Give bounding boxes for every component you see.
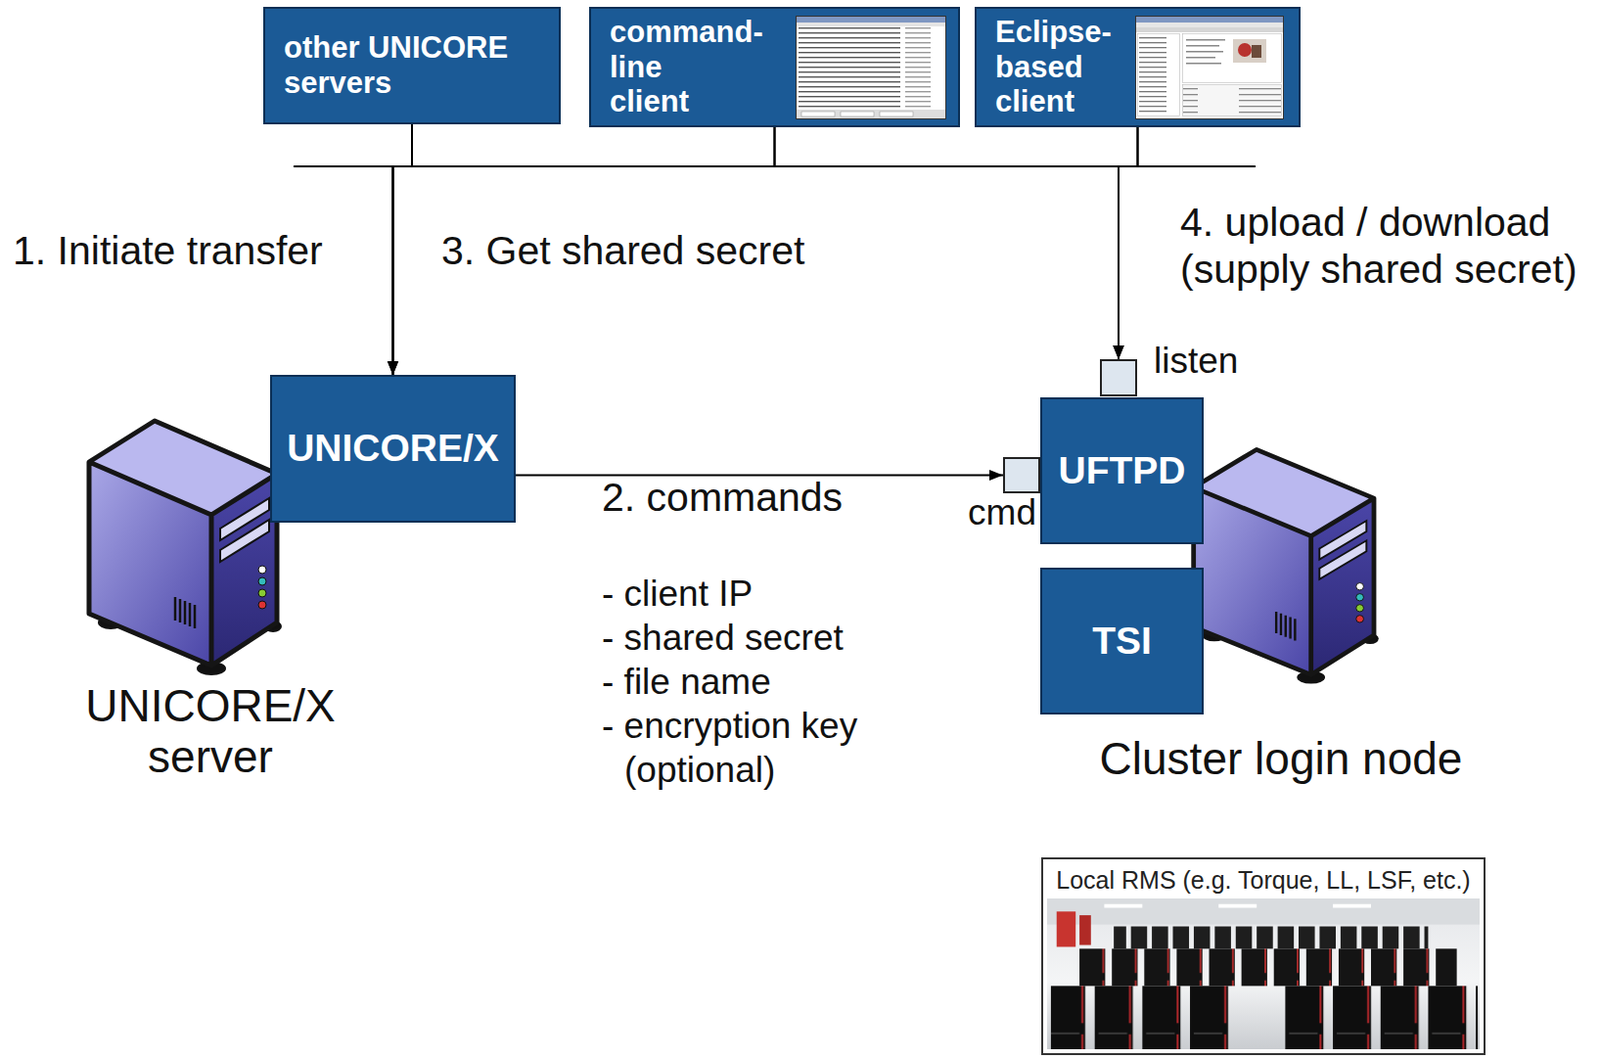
node-text: UNICORE/X: [286, 426, 500, 471]
rms-panel: Local RMS (e.g. Torque, LL, LSF, etc.): [1041, 857, 1486, 1055]
gui-screenshot: [1135, 15, 1284, 120]
cluster-photo: [1047, 898, 1480, 1050]
flow-arrow: [1118, 127, 1139, 360]
client-box: command-line client: [589, 6, 960, 128]
server-icon: [1193, 449, 1379, 684]
client-box: other UNICORE servers: [263, 6, 561, 125]
node-text: UFTPD: [1058, 449, 1187, 494]
step-label: 4. upload / download (supply shared secr…: [1180, 198, 1592, 293]
server-icon: [89, 420, 282, 676]
flow-arrow: [393, 127, 1139, 375]
terminal-screenshot: [795, 15, 947, 120]
flow-arrow: [393, 124, 413, 375]
param-label: - client IP: [601, 571, 753, 616]
step-label: 2. commands: [601, 473, 843, 521]
node-text: other UNICORE servers: [283, 30, 541, 100]
flow-arrow: [775, 127, 1120, 360]
param-label: - shared secret: [601, 615, 844, 660]
flow-arrow: [411, 124, 1119, 360]
service-box: TSI: [1040, 567, 1204, 715]
step-label: 1. Initiate transfer: [12, 227, 323, 275]
node-text: Local RMS (e.g. Torque, LL, LSF, etc.): [1055, 865, 1470, 895]
node-caption: UNICORE/X server: [63, 680, 358, 782]
service-box: UFTPD: [1040, 397, 1204, 545]
port-box: listen: [1099, 359, 1138, 397]
client-box: Eclipse-based client: [974, 6, 1301, 128]
node-text: TSI: [1092, 619, 1152, 664]
port-label: cmd: [967, 492, 1037, 535]
node-text: Eclipse-based client: [995, 14, 1135, 120]
port-label: listen: [1153, 340, 1238, 383]
server-box: UNICORE/X: [270, 374, 516, 523]
node-text: command-line client: [609, 14, 784, 120]
port-box: cmd: [1003, 457, 1041, 494]
node-caption: Cluster login node: [1055, 732, 1507, 784]
param-label: - encryption key (optional): [601, 703, 918, 792]
param-label: - file name: [601, 659, 772, 704]
step-label: 3. Get shared secret: [441, 227, 805, 275]
